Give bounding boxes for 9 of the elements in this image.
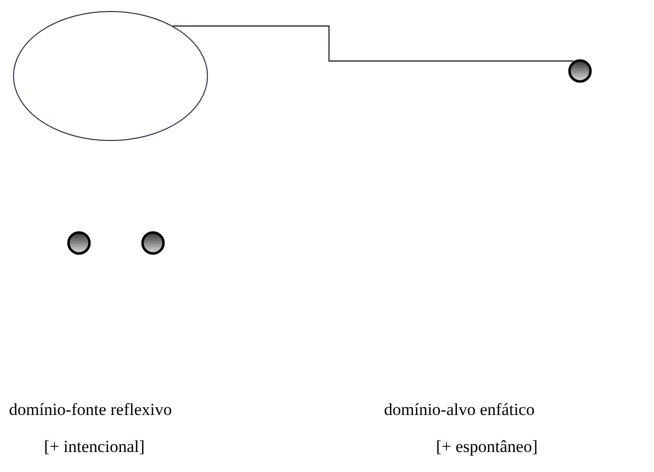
- dot-marker: [141, 231, 165, 255]
- dot-marker: [67, 231, 91, 255]
- ellipse-outline: [13, 11, 208, 141]
- connector-line: [172, 25, 574, 62]
- dot-marker: [568, 59, 592, 83]
- text-label: [+ espontâneo]: [436, 437, 538, 457]
- text-label: [+ intencional]: [44, 437, 145, 457]
- text-label: domínio-alvo enfático: [384, 400, 535, 420]
- text-label: domínio-fonte reflexivo: [9, 400, 172, 420]
